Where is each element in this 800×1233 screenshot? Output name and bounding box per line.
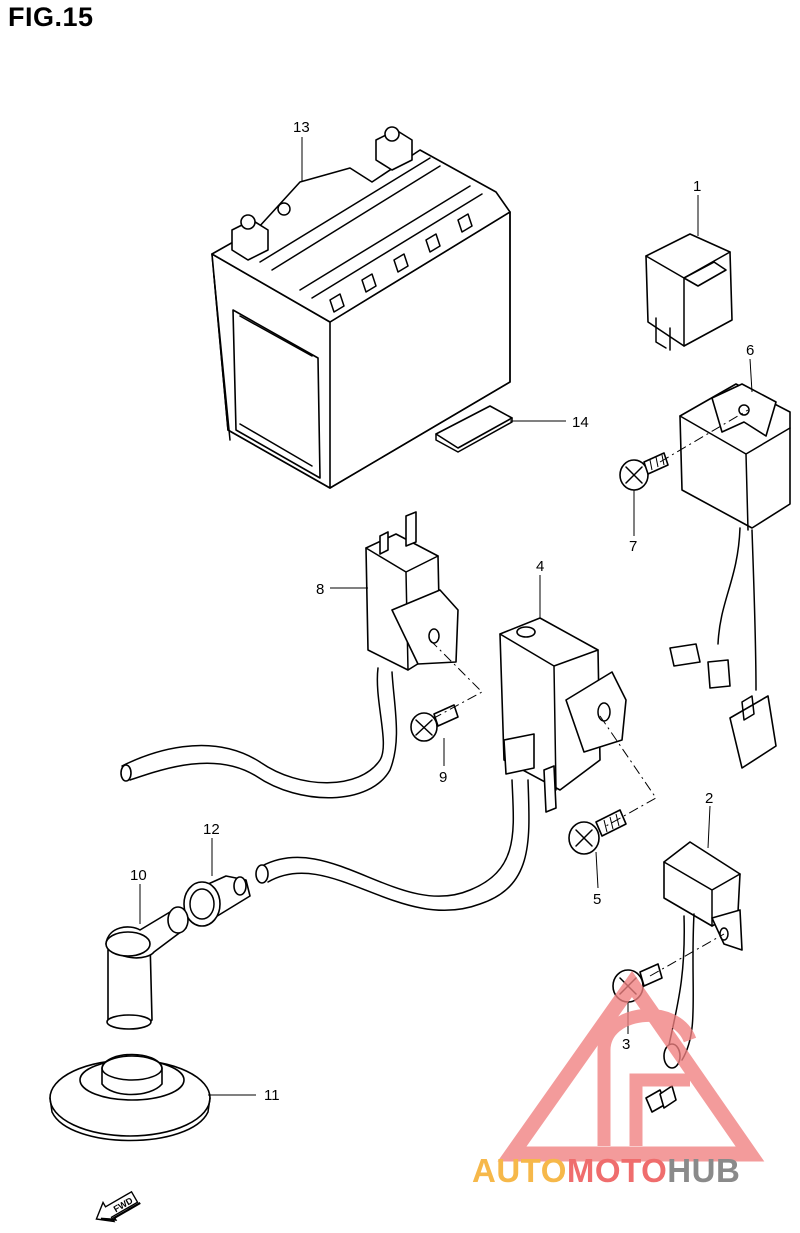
battery-part[interactable] (211, 126, 513, 489)
rubber-seal-part[interactable] (49, 1053, 211, 1142)
screw-part-5[interactable] (568, 809, 627, 855)
ignition-coil-part-8[interactable] (120, 511, 459, 799)
callout-8: 8 (316, 581, 324, 598)
callout-11: 11 (264, 1087, 280, 1104)
callouts: 1 2 3 4 5 6 7 8 9 10 11 12 13 14 (130, 119, 754, 1104)
callout-12: 12 (203, 821, 220, 838)
watermark-logo: AUTOMOTOHUB (472, 970, 765, 1189)
leader-lines (139, 137, 753, 1096)
noise-suppressor-part[interactable] (183, 875, 251, 927)
forward-arrow-icon: FWD (95, 1190, 141, 1223)
callout-4: 4 (536, 558, 544, 575)
callout-6: 6 (746, 342, 754, 359)
watermark-moto: MOTO (567, 1152, 667, 1189)
watermark-auto: AUTO (472, 1152, 567, 1189)
watermark-text: AUTOMOTOHUB (472, 1152, 740, 1189)
screw-part-9[interactable] (410, 704, 459, 742)
spark-plug-cap-part[interactable] (105, 906, 189, 1030)
watermark-hub: HUB (667, 1152, 740, 1189)
callout-7: 7 (629, 538, 637, 555)
callout-3: 3 (622, 1036, 630, 1053)
callout-14: 14 (572, 414, 589, 431)
callout-1: 1 (693, 178, 701, 195)
cdi-unit-part[interactable] (669, 383, 791, 769)
callout-9: 9 (439, 769, 447, 786)
ignition-coil-part-4[interactable] (255, 617, 627, 911)
fuse-relay-part[interactable] (645, 841, 743, 1113)
callout-5: 5 (593, 891, 601, 908)
callout-10: 10 (130, 867, 147, 884)
callout-2: 2 (705, 790, 713, 807)
assembly-lines (429, 409, 749, 977)
triangle-a-logo-icon (497, 970, 765, 1162)
figure-title: FIG.15 (8, 2, 94, 32)
screw-part-7[interactable] (619, 452, 669, 491)
relay-part[interactable] (645, 233, 733, 351)
callout-13: 13 (293, 119, 310, 136)
